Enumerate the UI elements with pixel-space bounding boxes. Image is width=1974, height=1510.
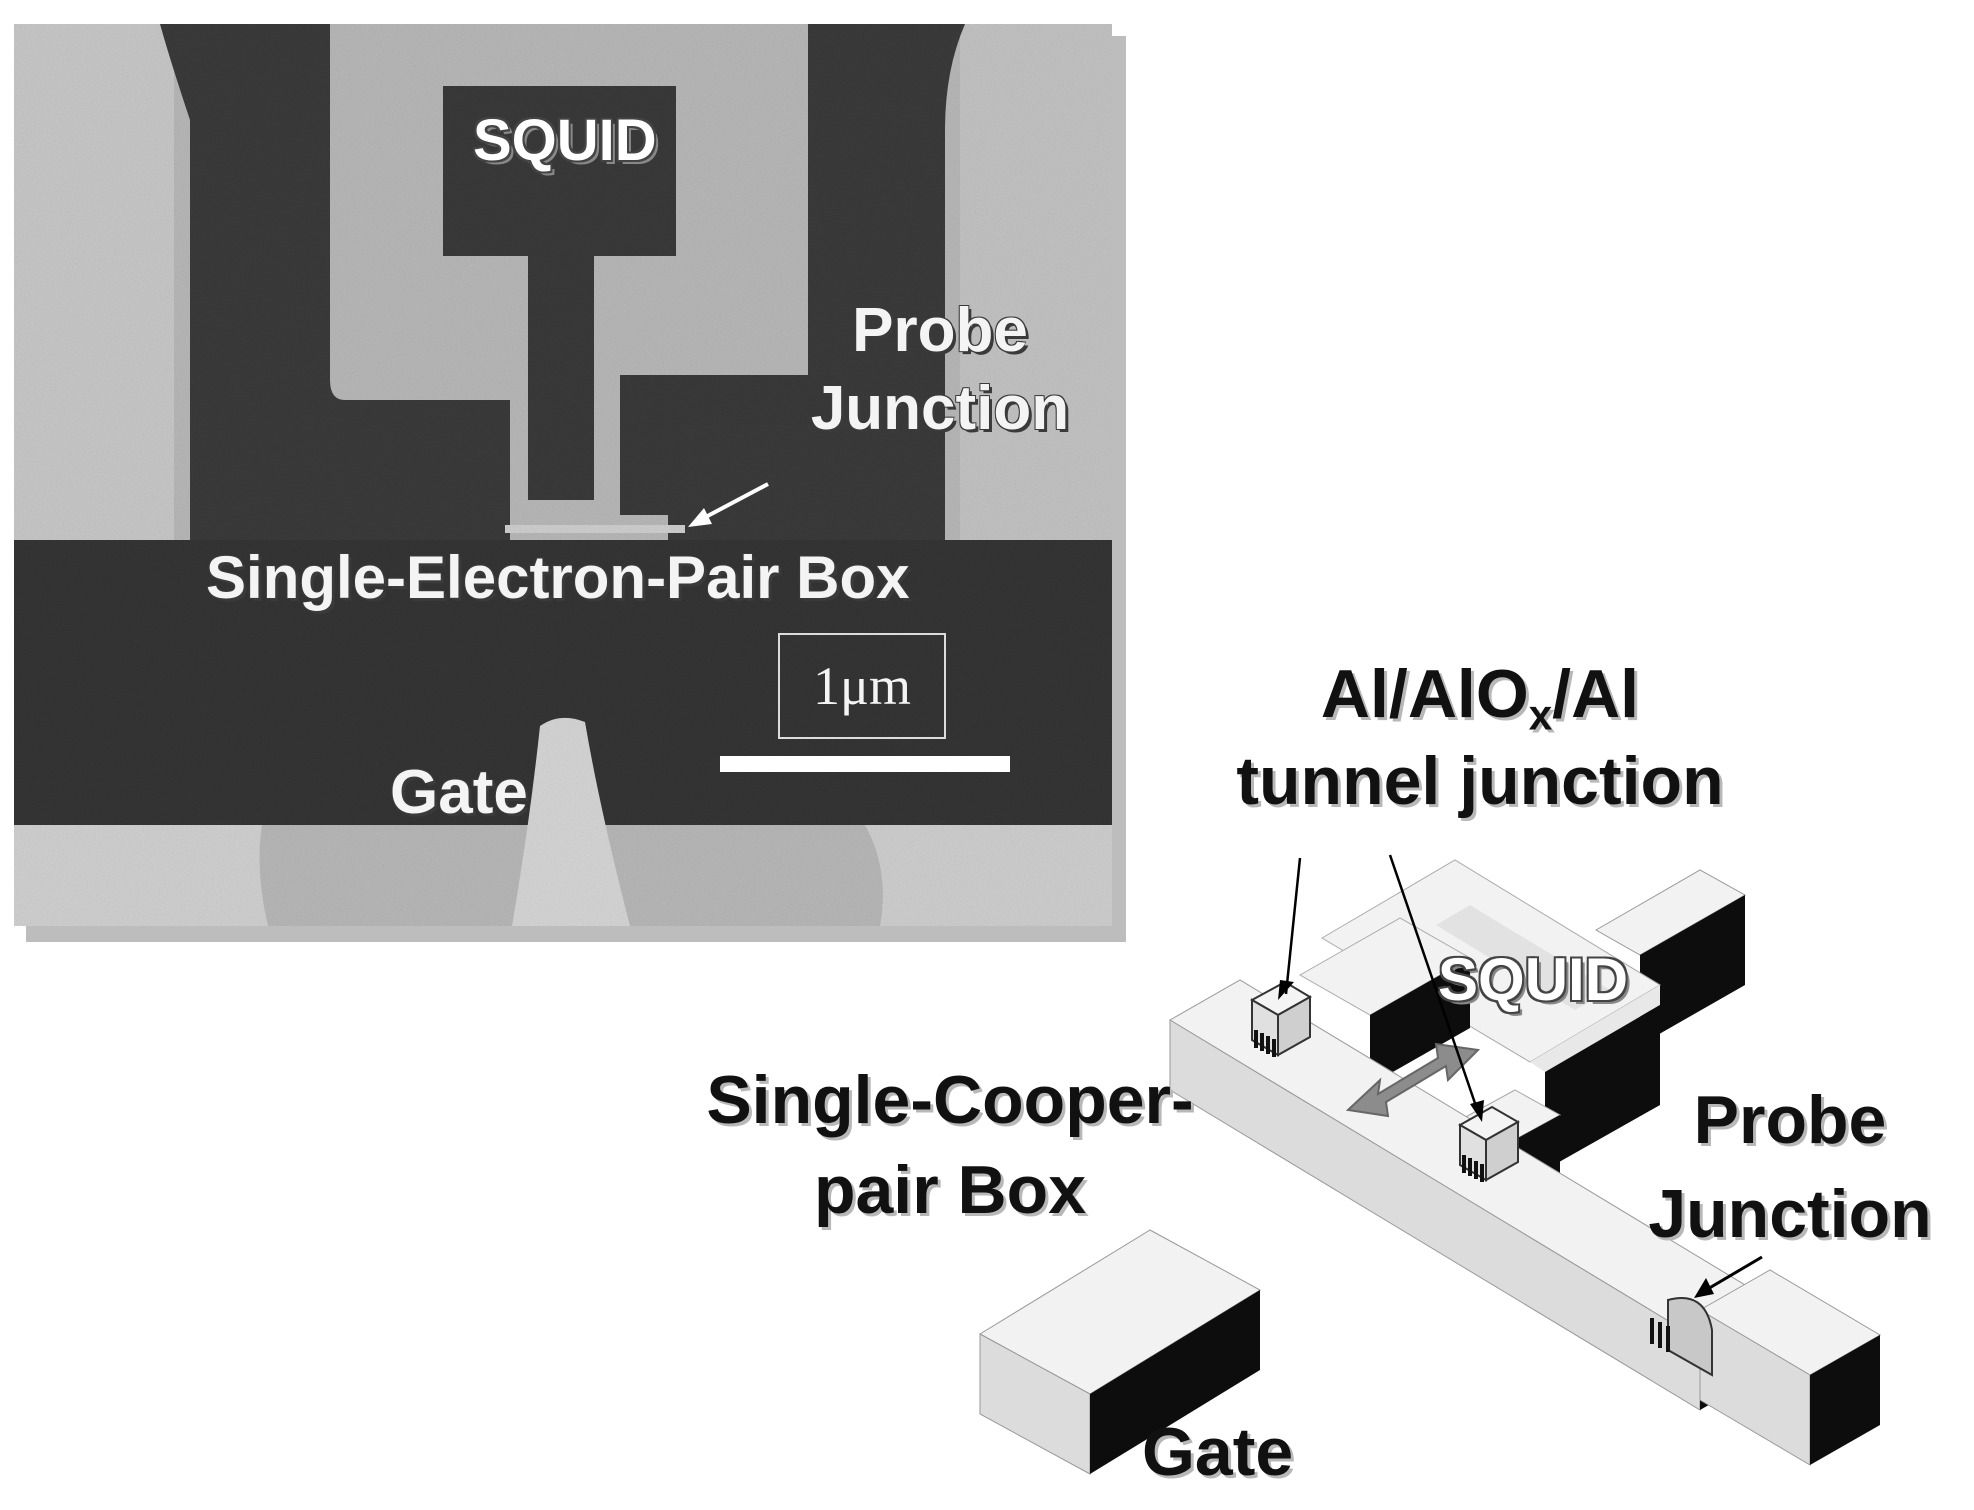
sem-substrate-left — [14, 24, 174, 544]
schematic-label-probe-line2: Junction — [1648, 1176, 1932, 1252]
schematic-gate-side — [1090, 1290, 1260, 1474]
schematic-pointer-1-head — [1278, 980, 1294, 1000]
junction-material-b: /Al — [1552, 656, 1640, 732]
schematic-junction-cap-3 — [1650, 1318, 1670, 1352]
schematic-pointer-probe-head — [1694, 1278, 1714, 1298]
schematic-pointer-2 — [1388, 854, 1480, 1113]
schematic-loop-right-side — [1545, 1005, 1660, 1170]
sem-bottom-right-electrode — [865, 825, 1112, 926]
sem-left-lead — [160, 24, 510, 545]
schematic-probe-block-side — [1810, 1335, 1880, 1465]
schematic-junction-cap-2 — [1457, 1105, 1521, 1182]
schematic-label-squid: SQUID — [1438, 946, 1629, 1013]
schematic-loop-right-top — [1530, 985, 1660, 1072]
sem-scale-bar — [720, 756, 1010, 772]
schematic-double-arrow — [1345, 1042, 1481, 1118]
sem-label-probe-line2: Junction — [810, 374, 1070, 443]
sem-squid-stem — [528, 250, 594, 500]
schematic-pointer-probe — [1705, 1255, 1763, 1292]
sem-probe-arm — [620, 375, 840, 425]
schematic-label-probe-line1: Probe — [1693, 1082, 1887, 1158]
schematic-loop-hole — [1436, 905, 1610, 1010]
schematic-label-probe: Probe Junction — [1620, 1086, 1960, 1248]
sem-probe-arrow-head — [688, 508, 712, 527]
schematic-left-block-side — [1370, 958, 1470, 1085]
schematic-label-junction-line2: tunnel junction — [1236, 742, 1724, 819]
schematic-label-junction-line1: Al/AlOx/Al — [1180, 660, 1780, 737]
schematic-junction-cap-1 — [1249, 980, 1312, 1057]
sem-squid-pad — [443, 86, 676, 256]
schematic-label-box-line1: Single-Cooper- — [706, 1062, 1194, 1138]
sem-substrate-right — [960, 24, 1112, 544]
schematic-label-box-line2: pair Box — [813, 1152, 1087, 1228]
schematic-pointer-2-head — [1470, 1100, 1484, 1122]
schematic-back-arm-side — [1640, 895, 1745, 1045]
sem-probe-arrow — [699, 482, 769, 522]
sem-scale-label: 1μm — [778, 633, 946, 739]
schematic-label-tunnel-junction: Al/AlOx/Al tunnel junction — [1180, 660, 1780, 815]
schematic-label-gate: Gate — [1142, 1414, 1294, 1490]
sem-label-squid: SQUID — [473, 108, 657, 173]
sem-gate-finger — [512, 717, 630, 926]
schematic-pointer-1 — [1284, 857, 1302, 995]
junction-material-a: Al/AlO — [1320, 656, 1529, 732]
sem-label-box: Single-Electron-Pair Box — [206, 544, 910, 611]
sem-label-gate: Gate — [390, 758, 528, 827]
junction-material-sub: x — [1528, 691, 1553, 739]
schematic-label-box: Single-Cooper- pair Box — [660, 1066, 1240, 1224]
schematic-probe-cap — [1667, 1297, 1713, 1377]
sem-label-probe-line1: Probe — [852, 296, 1028, 365]
sem-bottom-left-electrode — [14, 825, 268, 926]
sem-image-area — [14, 24, 1112, 926]
sem-label-probe: Probe Junction — [800, 300, 1080, 440]
sem-box-edge — [505, 525, 685, 533]
